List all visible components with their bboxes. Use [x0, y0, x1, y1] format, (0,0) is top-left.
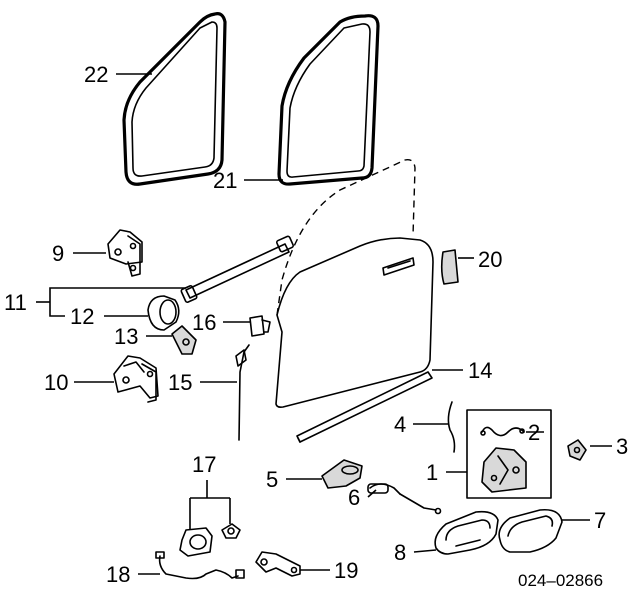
diagram-code: 024–02866	[518, 571, 603, 590]
part-8-outer-handle	[434, 510, 499, 555]
label-17: 17	[192, 452, 216, 477]
part-3-clip	[567, 439, 587, 461]
part-15-rod	[235, 344, 250, 441]
label-14: 14	[468, 358, 492, 383]
label-3: 3	[616, 434, 628, 459]
part-1-lock	[466, 409, 552, 499]
label-19: 19	[334, 558, 358, 583]
label-12: 12	[70, 304, 94, 329]
part-21-frame-seal	[277, 14, 380, 186]
label-5: 5	[266, 467, 278, 492]
label-4: 4	[394, 412, 406, 437]
part-2-cable	[480, 426, 525, 437]
part-20-mirror-trim	[440, 249, 459, 285]
label-6: 6	[348, 485, 360, 510]
label-15: 15	[168, 370, 192, 395]
label-8: 8	[394, 540, 406, 565]
label-2: 2	[528, 420, 540, 445]
part-7-handle-cover	[498, 508, 563, 553]
part-22-door-seal	[122, 12, 227, 186]
leader-lines	[36, 73, 612, 575]
label-16: 16	[192, 310, 216, 335]
label-18: 18	[106, 562, 130, 587]
label-1: 1	[426, 460, 438, 485]
part-18-harness	[155, 551, 245, 580]
label-11: 11	[4, 290, 27, 315]
part-10-lower-hinge	[113, 355, 159, 403]
part-5-handle-bracket	[321, 459, 363, 489]
part-4-cable	[447, 401, 456, 453]
part-17-cylinder	[179, 523, 241, 557]
part-labels: 22 21 9 20 11 12 13 16 10 15 14 4 2 3 1 …	[4, 62, 628, 587]
part-12-cap	[147, 295, 180, 331]
label-21: 21	[213, 168, 237, 193]
label-22: 22	[84, 62, 108, 87]
label-10: 10	[44, 370, 68, 395]
part-11-check-rod	[180, 235, 294, 303]
part-19-bracket	[255, 551, 301, 577]
part-16-bracket	[249, 315, 271, 337]
door-shell	[275, 158, 434, 408]
part-6-linkage	[367, 483, 442, 515]
label-7: 7	[594, 508, 606, 533]
part-9-upper-hinge	[107, 229, 143, 277]
label-20: 20	[478, 247, 502, 272]
callout-box	[466, 409, 552, 499]
part-14-bottom-strip	[296, 371, 433, 443]
label-9: 9	[52, 241, 64, 266]
part-13-clip	[171, 325, 197, 355]
label-13: 13	[114, 324, 138, 349]
